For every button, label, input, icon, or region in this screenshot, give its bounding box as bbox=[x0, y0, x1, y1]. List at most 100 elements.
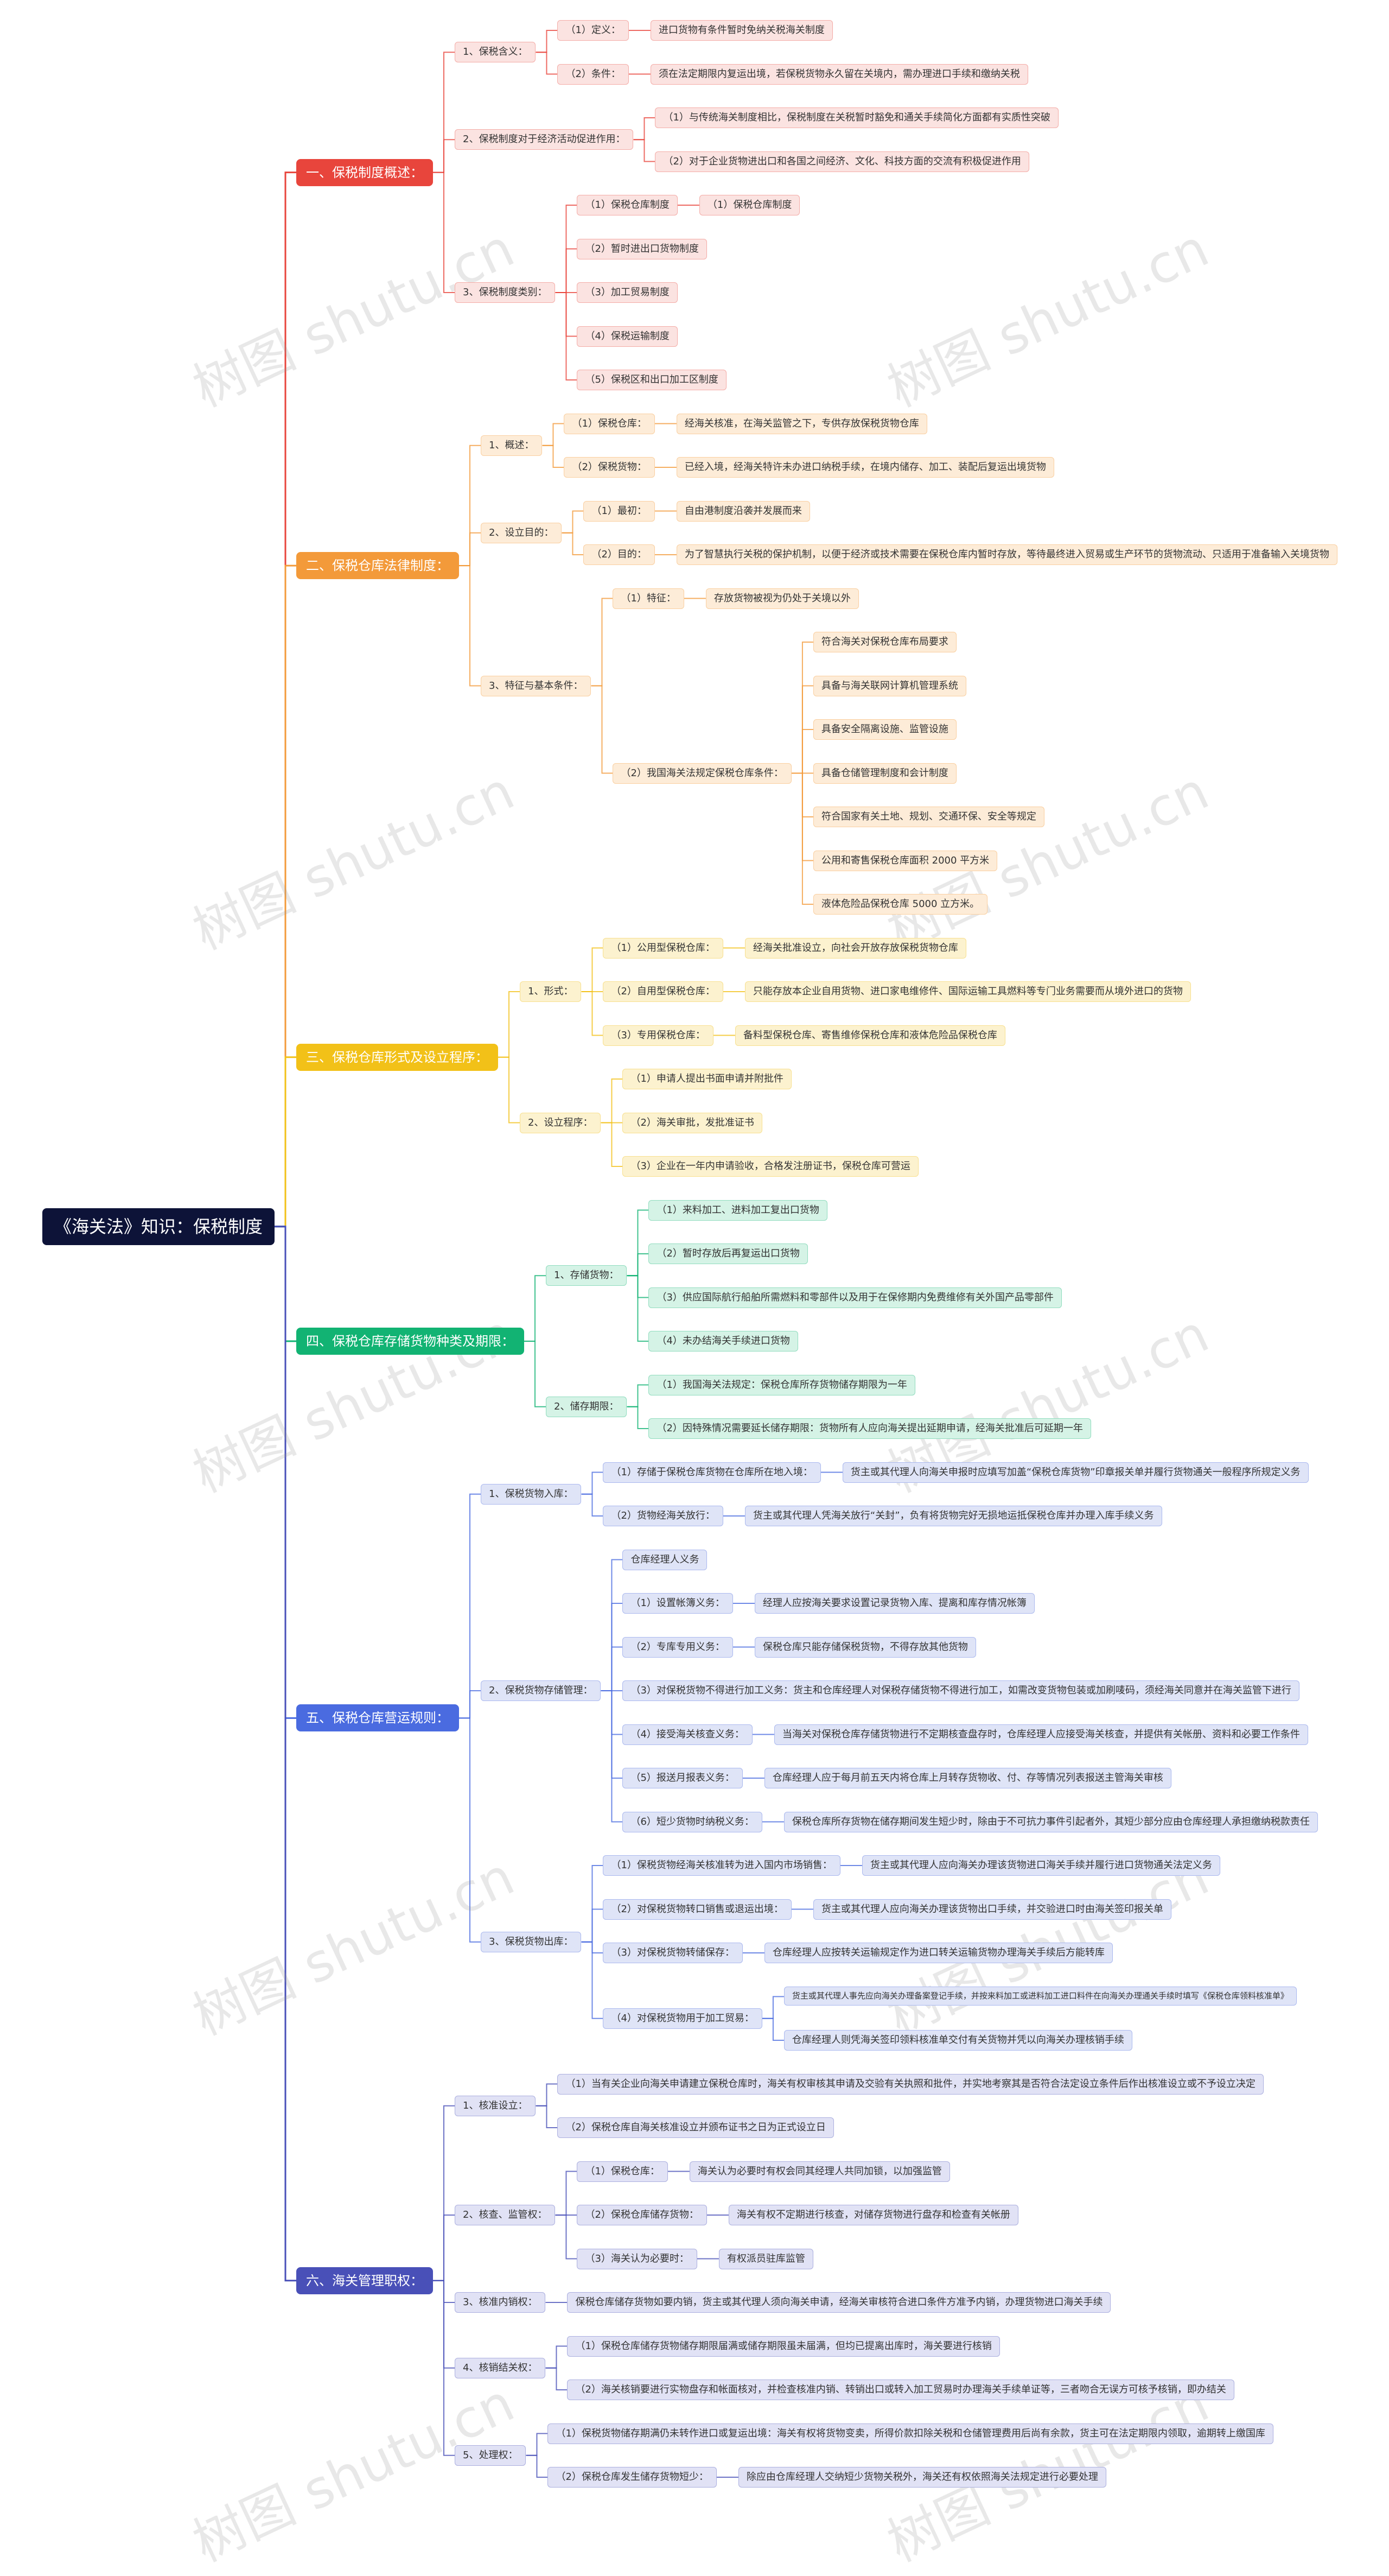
leaf-node-d4[interactable]: 液体危险品保税仓库 5000 立方米。 bbox=[813, 894, 988, 915]
leaf-node-d4[interactable]: 进口货物有条件暂时免纳关税海关制度 bbox=[650, 20, 833, 41]
branch-node-d3[interactable]: （2）保税货物： bbox=[564, 457, 655, 478]
leaf-node-d4[interactable]: 备料型保税仓库、寄售维修保税仓库和液体危险品保税仓库 bbox=[735, 1025, 1005, 1046]
branch-node-d3[interactable]: （2）目的： bbox=[583, 544, 655, 565]
leaf-node-d4[interactable]: 海关有权不定期进行核查，对储存货物进行盘存和检查有关帐册 bbox=[728, 2205, 1018, 2225]
leaf-node-d4[interactable]: 保税仓库所存货物在储存期间发生短少时，除由于不可抗力事件引起者外，其短少部分应由… bbox=[783, 1811, 1318, 1832]
leaf-node-d3[interactable]: （2）因特殊情况需要延长储存期限：货物所有人应向海关提出延期申请，经海关批准后可… bbox=[648, 1418, 1091, 1439]
leaf-node-d4[interactable]: 已经入境，经海关特许未办进口纳税手续，在境内储存、加工、装配后复运出境货物 bbox=[676, 457, 1054, 478]
branch-node-d3[interactable]: （2）专库专用义务： bbox=[622, 1636, 733, 1658]
section-1-topic[interactable]: 一、保税制度概述： bbox=[296, 158, 433, 186]
leaf-node-d3[interactable]: （3）供应国际航行船舶所需燃料和零部件以及用于在保修期内免费维修有关外国产品零部… bbox=[648, 1287, 1062, 1308]
branch-node-d3[interactable]: （1）特征： bbox=[613, 588, 684, 609]
leaf-node-d4[interactable]: 只能存放本企业自用货物、进口家电维修件、国际运输工具燃料等专门业务需要而从境外进… bbox=[744, 981, 1191, 1002]
branch-node-d2[interactable]: 5、处理权： bbox=[455, 2445, 526, 2466]
section-4-topic[interactable]: 四、保税仓库存储货物种类及期限： bbox=[296, 1328, 524, 1355]
branch-node-d2[interactable]: 3、核准内销权： bbox=[455, 2292, 546, 2313]
leaf-node-d4[interactable]: 仓库经理人应按转关运输规定作为进口转关运输货物办理海关手续后方能转库 bbox=[764, 1943, 1113, 1963]
branch-node-d3[interactable]: （2）货物经海关放行： bbox=[603, 1506, 723, 1526]
branch-node-d3[interactable]: （1）存储于保税仓库货物在仓库所在地入境： bbox=[603, 1462, 821, 1483]
leaf-node-d4[interactable]: 货主或其代理人向海关申报时应填写加盖“保税仓库货物”印章报关单并履行货物通关一般… bbox=[842, 1462, 1309, 1483]
leaf-node-d3[interactable]: （1）来料加工、进料加工复出口货物 bbox=[648, 1200, 827, 1221]
branch-node-d3[interactable]: （2）自用型保税仓库： bbox=[603, 981, 723, 1002]
branch-node-d3[interactable]: （6）短少货物时纳税义务： bbox=[622, 1811, 762, 1832]
leaf-node-d4[interactable]: 具备与海关联网计算机管理系统 bbox=[813, 675, 966, 696]
leaf-node-d3[interactable]: （1）保税仓库储存货物储存期限届满或储存期限虽未届满，但均已提离出库时，海关要进… bbox=[567, 2336, 1000, 2357]
leaf-node-d4[interactable]: 货主或其代理人凭海关放行“关封”，负有将货物完好无损地运抵保税仓库并办理入库手续… bbox=[744, 1506, 1162, 1526]
leaf-node-d4[interactable]: 经海关批准设立，向社会开放存放保税货物仓库 bbox=[744, 937, 966, 959]
leaf-node-d3[interactable]: （2）海关审批，发批准证书 bbox=[622, 1112, 762, 1133]
leaf-node-d4[interactable]: 具备仓储管理制度和会计制度 bbox=[813, 763, 957, 784]
leaf-node-d4[interactable]: 货主或其代理人应向海关办理该货物出口手续，并交验进口时由海关签印报关单 bbox=[813, 1899, 1171, 1920]
leaf-node-d3[interactable]: （3）企业在一年内申请验收，合格发注册证书，保税仓库可营运 bbox=[622, 1156, 919, 1177]
leaf-node-d3[interactable]: （1）申请人提出书面申请并附批件 bbox=[622, 1069, 792, 1089]
branch-node-d2[interactable]: 3、保税货物出库： bbox=[481, 1931, 582, 1952]
leaf-node-d3[interactable]: （2）暂时存放后再复运出口货物 bbox=[648, 1243, 808, 1264]
leaf-node-d4[interactable]: 为了智慧执行关税的保护机制，以便于经济或技术需要在保税仓库内暂时存放，等待最终进… bbox=[676, 544, 1337, 565]
branch-node-d3[interactable]: （2）保税仓库发生储存货物短少： bbox=[547, 2467, 717, 2488]
leaf-node-d4[interactable]: （1）保税仓库制度 bbox=[699, 195, 800, 215]
branch-node-d3[interactable]: （1）设置帐簿义务： bbox=[622, 1593, 733, 1614]
section-6-topic[interactable]: 六、海关管理职权： bbox=[296, 2267, 433, 2294]
branch-node-d2[interactable]: 2、储存期限： bbox=[546, 1396, 627, 1417]
branch-node-d2[interactable]: 2、设立目的： bbox=[481, 522, 562, 543]
branch-node-d3[interactable]: （4）对保税货物用于加工贸易： bbox=[603, 2008, 762, 2029]
leaf-node-d4[interactable]: 符合海关对保税仓库布局要求 bbox=[813, 632, 957, 652]
branch-node-d3[interactable]: （1）公用型保税仓库： bbox=[603, 937, 723, 959]
leaf-node-d3[interactable]: （1）与传统海关制度相比，保税制度在关税暂时豁免和通关手续简化方面都有实质性突破 bbox=[655, 107, 1059, 128]
leaf-node-d4[interactable]: 符合国家有关土地、规划、交通环保、安全等规定 bbox=[813, 807, 1044, 827]
leaf-node-d3[interactable]: （2）海关核销要进行实物盘存和帐面核对，并检查核准内销、转销出口或转入加工贸易时… bbox=[567, 2380, 1234, 2400]
branch-node-d3[interactable]: （5）报送月报表义务： bbox=[622, 1768, 743, 1788]
leaf-node-d3[interactable]: （2）对于企业货物进出口和各国之间经济、文化、科技方面的交流有积极促进作用 bbox=[655, 151, 1029, 172]
leaf-node-d3[interactable]: （2）暂时进出口货物制度 bbox=[577, 238, 707, 259]
leaf-node-d4[interactable]: 具备安全隔离设施、监管设施 bbox=[813, 719, 957, 740]
branch-node-d3[interactable]: （1）保税仓库制度 bbox=[577, 195, 678, 215]
branch-node-d2[interactable]: 1、存储货物： bbox=[546, 1265, 627, 1286]
leaf-node-d4[interactable]: 经理人应按海关要求设置记录货物入库、提离和库存情况帐簿 bbox=[754, 1593, 1035, 1614]
leaf-node-d3[interactable]: 保税仓库储存货物如要内销，货主或其代理人须向海关申请，经海关审核符合进口条件方准… bbox=[567, 2292, 1111, 2313]
leaf-node-d4[interactable]: 仓库经理人则凭海关签印领料核准单交付有关货物并凭以向海关办理核销手续 bbox=[783, 2030, 1132, 2051]
branch-node-d3[interactable]: （2）对保税货物转口销售或退运出境： bbox=[603, 1899, 792, 1920]
branch-node-d2[interactable]: 1、概述： bbox=[481, 435, 543, 456]
branch-node-d3[interactable]: （1）最初： bbox=[583, 500, 655, 522]
branch-node-d3[interactable]: （4）接受海关核查义务： bbox=[622, 1724, 753, 1745]
branch-node-d2[interactable]: 4、核销结关权： bbox=[455, 2357, 546, 2378]
leaf-node-d4[interactable]: 当海关对保税仓库存储货物进行不定期核查盘存时，仓库经理人应接受海关核查，并提供有… bbox=[774, 1724, 1308, 1745]
leaf-node-d3[interactable]: （3）对保税货物不得进行加工义务：货主和仓库经理人对保税存储货物不得进行加工，如… bbox=[622, 1680, 1299, 1701]
leaf-node-d3[interactable]: （5）保税区和出口加工区制度 bbox=[577, 370, 727, 390]
leaf-node-d4[interactable]: 保税仓库只能存储保税货物，不得存放其他货物 bbox=[754, 1636, 976, 1658]
branch-node-d2[interactable]: 3、保税制度类别： bbox=[455, 282, 556, 303]
branch-node-d2[interactable]: 2、保税货物存储管理： bbox=[481, 1680, 601, 1701]
branch-node-d2[interactable]: 1、保税含义： bbox=[455, 42, 536, 63]
leaf-node-d4[interactable]: 仓库经理人应于每月前五天内将仓库上月转存货物收、付、存等情况列表报送主管海关审核 bbox=[764, 1768, 1171, 1788]
branch-node-d2[interactable]: 2、设立程序： bbox=[520, 1112, 601, 1133]
leaf-node-d4[interactable]: 海关认为必要时有权会同其经理人共同加锁，以加强监管 bbox=[689, 2161, 950, 2182]
leaf-node-d3[interactable]: （2）保税仓库自海关核准设立并颁布证书之日为正式设立日 bbox=[557, 2117, 834, 2138]
leaf-node-d3[interactable]: （3）加工贸易制度 bbox=[577, 282, 678, 303]
leaf-node-d4[interactable]: 存放货物被视为仍处于关境以外 bbox=[705, 588, 859, 609]
branch-node-d2[interactable]: 2、核查、监管权： bbox=[455, 2205, 556, 2225]
branch-node-d2[interactable]: 1、形式： bbox=[520, 981, 582, 1002]
branch-node-d3[interactable]: （3）专用保税仓库： bbox=[603, 1025, 713, 1046]
leaf-node-d4[interactable]: 货主或其代理人应向海关办理该货物进口海关手续并履行进口货物通关法定义务 bbox=[862, 1855, 1220, 1876]
leaf-node-d3[interactable]: （4）保税运输制度 bbox=[577, 326, 678, 347]
branch-node-d3[interactable]: （1）保税仓库： bbox=[564, 413, 655, 434]
leaf-node-d3[interactable]: （1）我国海关法规定：保税仓库所存货物储存期限为一年 bbox=[648, 1374, 915, 1395]
branch-node-d2[interactable]: 1、核准设立： bbox=[455, 2095, 536, 2116]
branch-node-d2[interactable]: 2、保税制度对于经济活动促进作用： bbox=[455, 129, 634, 150]
section-2-topic[interactable]: 二、保税仓库法律制度： bbox=[296, 552, 459, 580]
leaf-node-d4[interactable]: 有权派员驻库监管 bbox=[718, 2248, 813, 2269]
section-3-topic[interactable]: 三、保税仓库形式及设立程序： bbox=[296, 1043, 498, 1071]
central-topic[interactable]: 《海关法》知识：保税制度 bbox=[42, 1208, 275, 1245]
leaf-node-d3[interactable]: 仓库经理人义务 bbox=[622, 1549, 708, 1570]
leaf-node-d3[interactable]: （1）保税货物储存期满仍未转作进口或复运出境：海关有权将货物变卖，所得价款扣除关… bbox=[547, 2423, 1273, 2444]
branch-node-d3[interactable]: （2）我国海关法规定保税仓库条件： bbox=[613, 763, 792, 784]
leaf-node-d4[interactable]: 须在法定期限内复运出境，若保税货物永久留在关境内，需办理进口手续和缴纳关税 bbox=[650, 64, 1028, 85]
leaf-node-d4[interactable]: 自由港制度沿袭并发展而来 bbox=[676, 500, 810, 522]
branch-node-d3[interactable]: （3）海关认为必要时： bbox=[577, 2248, 697, 2269]
branch-node-d3[interactable]: （1）定义： bbox=[557, 20, 629, 41]
section-5-topic[interactable]: 五、保税仓库营运规则： bbox=[296, 1704, 459, 1732]
branch-node-d2[interactable]: 3、特征与基本条件： bbox=[481, 675, 591, 696]
branch-node-d3[interactable]: （3）对保税货物转储保存： bbox=[603, 1943, 743, 1963]
leaf-node-d3[interactable]: （4）未办结海关手续进口货物 bbox=[648, 1331, 798, 1352]
branch-node-d3[interactable]: （1）保税货物经海关核准转为进入国内市场销售： bbox=[603, 1855, 840, 1876]
